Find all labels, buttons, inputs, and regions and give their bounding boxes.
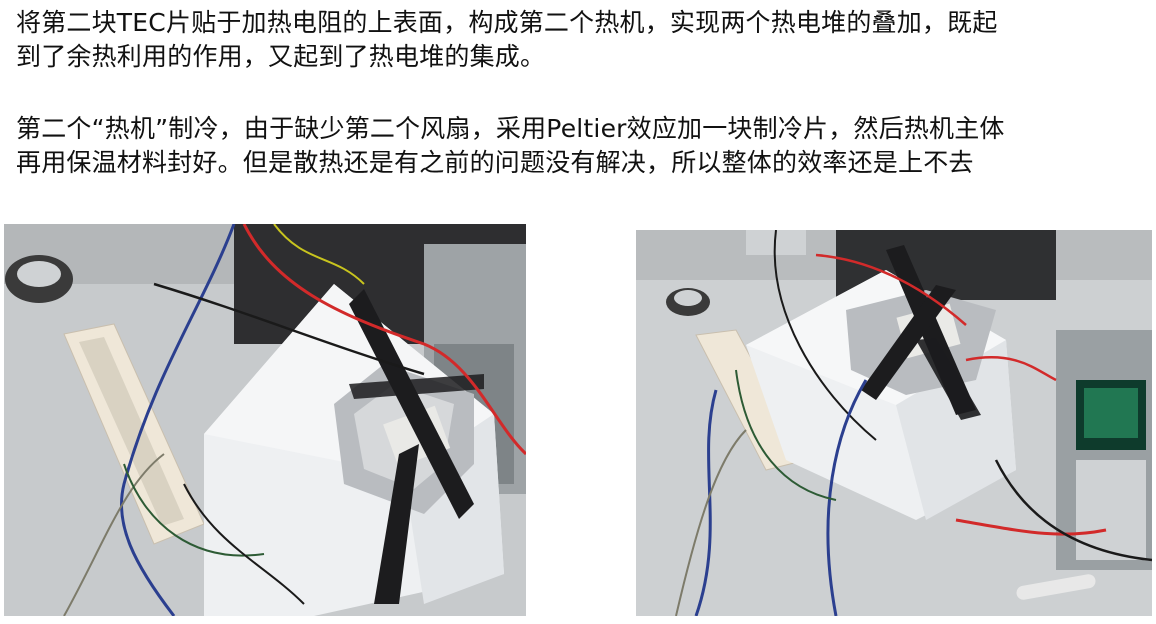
paragraph-2-line-1: 第二个“热机”制冷，由于缺少第二个风扇，采用Peltier效应加一块制冷片，然后… — [16, 114, 1005, 143]
photo-right-illustration — [636, 230, 1152, 616]
paragraph-2-line-2: 再用保温材料封好。但是散热还是有之前的问题没有解决，所以整体的效率还是上不去 — [16, 148, 974, 177]
photo-left — [4, 224, 526, 616]
paragraph-2: 第二个“热机”制冷，由于缺少第二个风扇，采用Peltier效应加一块制冷片，然后… — [16, 112, 1146, 180]
paragraph-1-line-2: 到了余热利用的作用，又起到了热电堆的集成。 — [16, 42, 546, 71]
paragraph-1: 将第二块TEC片贴于加热电阻的上表面，构成第二个热机，实现两个热电堆的叠加，既起… — [16, 6, 1146, 74]
paragraph-1-line-1: 将第二块TEC片贴于加热电阻的上表面，构成第二个热机，实现两个热电堆的叠加，既起 — [16, 8, 998, 37]
photo-left-illustration — [4, 224, 526, 616]
photo-right — [636, 230, 1152, 616]
